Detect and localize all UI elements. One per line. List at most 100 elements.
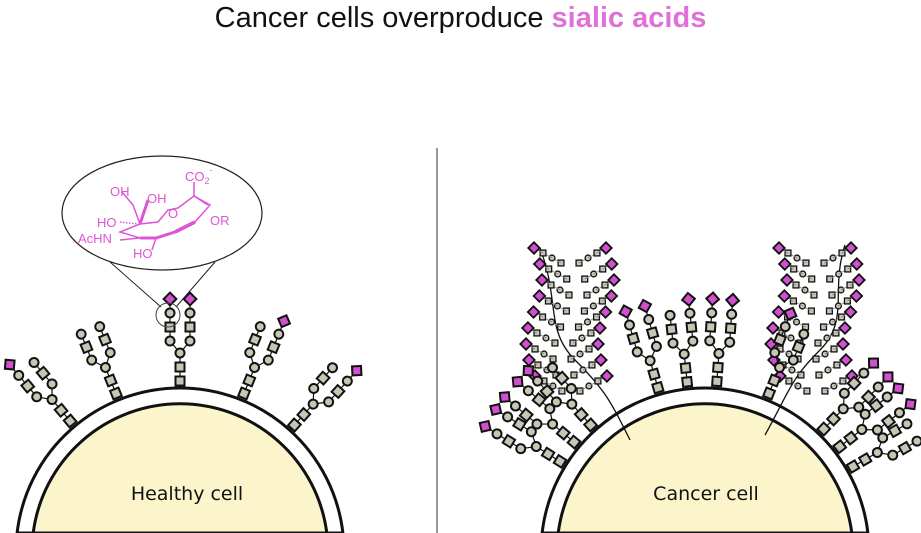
- sugar-square: [35, 365, 51, 381]
- sugar-square: [832, 439, 848, 455]
- sugar-square: [501, 433, 517, 449]
- inner-membrane: [556, 402, 854, 533]
- sialic-acid-diamond: [519, 336, 534, 352]
- sugar-circle: [769, 347, 781, 359]
- glycan: [478, 402, 568, 469]
- mucin-glycan: [520, 320, 559, 347]
- sugar-circle: [307, 398, 319, 410]
- sugar-circle: [726, 308, 738, 320]
- sugar-circle: [515, 443, 527, 455]
- glycan: [162, 291, 198, 387]
- sugar-square: [531, 391, 547, 408]
- sugar-square: [846, 375, 862, 391]
- sugar-square: [651, 380, 665, 395]
- sialic-acid-diamond: [892, 382, 905, 395]
- sialic-acid-diamond: [606, 272, 621, 288]
- sugar-circle: [724, 336, 736, 348]
- sugar-circle: [687, 335, 699, 347]
- sugar-square: [704, 320, 717, 333]
- sugar-square: [711, 375, 723, 388]
- sialic-acid-diamond: [904, 397, 917, 411]
- sugar-circle: [704, 335, 716, 347]
- sugar-square: [184, 321, 196, 333]
- sialic-acid-diamond: [162, 291, 178, 307]
- glycan: [618, 298, 665, 395]
- sugar-circle: [75, 328, 87, 340]
- sugar-square: [511, 416, 528, 432]
- sugar-circle: [184, 335, 196, 347]
- mucin-glycan: [826, 256, 864, 283]
- sialic-acid-diamond: [779, 272, 794, 288]
- sugar-circle: [887, 449, 899, 461]
- sugar-circle: [46, 378, 58, 390]
- sialic-acid-diamond: [522, 364, 535, 377]
- sugar-circle: [491, 428, 503, 440]
- inner-membrane: [31, 402, 329, 533]
- sugar-square: [647, 367, 661, 381]
- sugar-square: [724, 322, 737, 335]
- sugar-square: [174, 361, 186, 373]
- sugar-circle: [308, 383, 320, 395]
- sugar-square: [247, 332, 263, 347]
- sugar-circle: [667, 337, 679, 349]
- mucin-glycan: [574, 304, 613, 331]
- sugar-square: [540, 446, 556, 462]
- sugar-circle: [664, 309, 676, 321]
- sugar-circle: [99, 361, 111, 373]
- sugar-circle: [650, 340, 662, 352]
- sialic-acid-diamond: [520, 320, 535, 336]
- glycan: [816, 357, 894, 437]
- sialic-acid-diamond: [534, 272, 549, 288]
- callout-ellipse: [61, 155, 263, 271]
- glycan: [664, 291, 699, 388]
- mucin-glycan: [580, 288, 619, 315]
- sialic-acid-callout: OH OH CO2- HO O OR AcHN HO: [61, 155, 263, 328]
- sugar-circle: [901, 418, 913, 430]
- sugar-circle: [341, 375, 353, 387]
- sugar-square: [626, 331, 641, 346]
- callout-line: [175, 261, 216, 308]
- cancer-cell-label: Cancer cell: [653, 483, 759, 505]
- sugar-square: [772, 332, 788, 347]
- sialic-acid-diamond: [618, 304, 634, 320]
- sugar-circle: [547, 362, 559, 374]
- mucin-glycan: [532, 256, 571, 283]
- sugar-square: [825, 411, 842, 427]
- sialic-acid-diamond: [3, 358, 16, 371]
- sugar-circle: [774, 361, 786, 373]
- sialic-acid-diamond: [783, 306, 798, 321]
- sugar-circle: [893, 407, 905, 419]
- sugar-circle: [550, 396, 562, 408]
- sugar-circle: [871, 447, 883, 458]
- sugar-circle: [531, 418, 543, 430]
- sugar-square: [539, 383, 555, 400]
- sugar-circle: [713, 347, 725, 359]
- sugar-circle: [184, 307, 196, 319]
- glycan: [761, 306, 810, 401]
- sialic-acid-diamond: [777, 288, 792, 304]
- sugar-circle: [787, 354, 799, 366]
- diagram-title: Cancer cells overproduce sialic acids: [0, 2, 921, 35]
- sugar-square: [555, 425, 572, 441]
- mucin-glycan: [777, 288, 815, 315]
- glycan: [832, 382, 917, 455]
- mucin-glycan: [526, 240, 565, 267]
- sugar-circle: [323, 396, 335, 408]
- sugar-circle: [644, 355, 656, 367]
- sialic-acid-diamond: [592, 320, 607, 336]
- sialic-acid-diamond: [350, 364, 363, 377]
- sialic-acid-diamond: [882, 371, 894, 383]
- sialic-acid-diamond: [765, 320, 780, 336]
- sialic-acid-diamond: [532, 288, 547, 304]
- sugar-square: [860, 389, 877, 405]
- cancer-cell: Cancer cell: [478, 240, 921, 533]
- chem-label: OH: [147, 191, 167, 206]
- mucin-glycan: [825, 288, 864, 315]
- sialic-acid-diamond: [489, 402, 503, 417]
- sugar-square: [897, 440, 913, 456]
- sugar-square: [868, 397, 884, 414]
- mucin-glycan: [532, 288, 570, 315]
- sugar-circle: [249, 361, 261, 373]
- sialic-acid-diamond: [771, 304, 786, 320]
